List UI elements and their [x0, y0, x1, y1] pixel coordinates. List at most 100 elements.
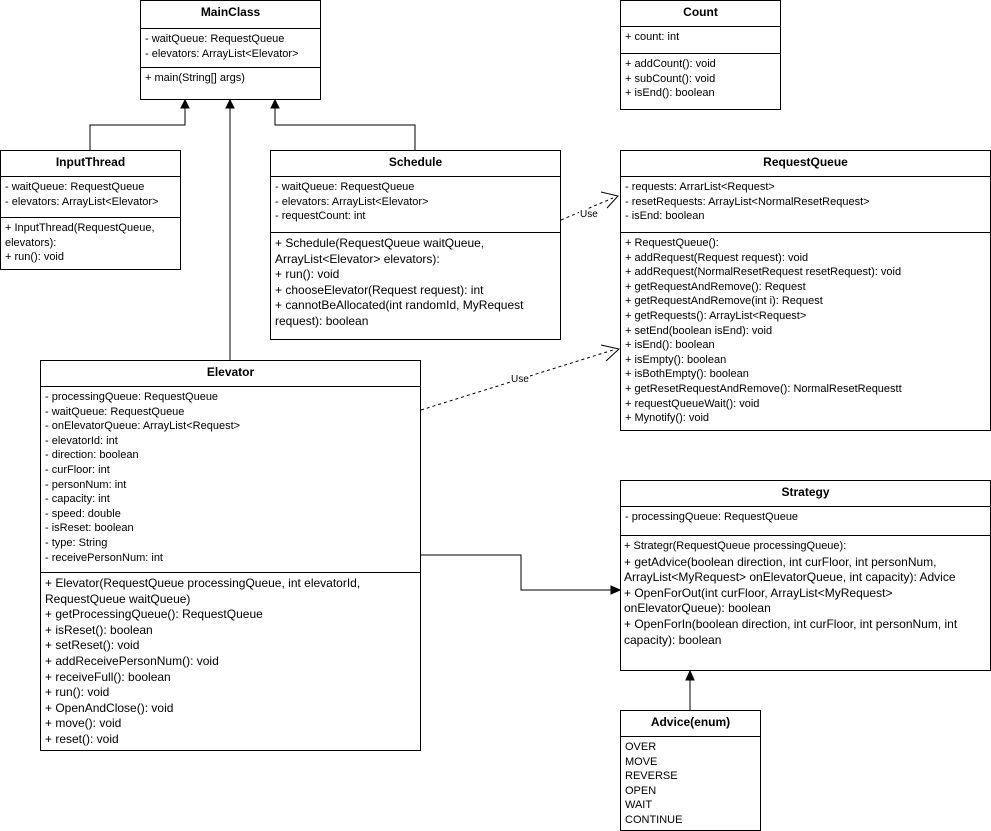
attribute: - isReset: boolean: [45, 522, 134, 535]
elevator-attributes: - processingQueue: RequestQueue - waitQu…: [41, 387, 420, 572]
advice-values: OVER MOVE REVERSE OPEN WAIT CONTINUE: [621, 737, 760, 830]
attribute: - processingQueue: RequestQueue: [45, 391, 219, 403]
attribute: - speed: double: [45, 507, 121, 520]
attribute: - elevators: ArrayList<Elevator>: [145, 47, 299, 60]
attribute: - onElevatorQueue: ArrayList<Request>: [45, 420, 241, 433]
inputthread-box: InputThread - waitQueue: RequestQueue - …: [0, 150, 181, 270]
method: + InputThread(RequestQueue, elevators):: [5, 222, 158, 249]
attribute: - curFloor: int: [45, 463, 110, 476]
method: + getRequests(): ArrayList<Request>: [625, 309, 807, 322]
requestqueue-box: RequestQueue - requests: ArrarList<Reque…: [620, 150, 991, 431]
elevator-title: Elevator: [41, 361, 420, 387]
method: + addRequest(NormalResetRequest resetReq…: [625, 266, 902, 279]
use-label-schedule: Use: [579, 209, 599, 221]
elevator-to-mainclass-arrowhead: [225, 98, 235, 109]
method: + move(): void: [45, 716, 122, 731]
method: + isBothEmpty(): boolean: [625, 368, 749, 381]
inputthread-to-mainclass-arrowhead: [180, 98, 190, 109]
method: + setEnd(boolean isEnd): void: [625, 324, 773, 337]
attribute: - type: String: [45, 536, 108, 549]
use-label-elevator: Use: [510, 374, 530, 386]
method: + isEmpty(): boolean: [625, 353, 727, 366]
method: + isEnd(): boolean: [625, 339, 715, 352]
attribute: - processingQueue: RequestQueue: [625, 511, 799, 523]
attribute: - waitQueue: RequestQueue: [145, 33, 285, 45]
method: + getAdvice(boolean direction, int curFl…: [624, 554, 956, 585]
attribute: - elevators: ArrayList<Elevator>: [5, 195, 159, 208]
method: + isEnd(): boolean: [625, 87, 715, 100]
attribute: - personNum: int: [45, 478, 127, 491]
attribute: - waitQueue: RequestQueue: [5, 181, 145, 193]
method: + getRequestAndRemove(int i): Request: [625, 295, 823, 308]
schedule-to-mainclass-arrowhead: [270, 98, 280, 109]
method: + addReceivePersonNum(): void: [45, 653, 219, 668]
mainclass-attributes: - waitQueue: RequestQueue - elevators: A…: [141, 29, 320, 67]
method: + getResetRequestAndRemove(): NormalRese…: [625, 382, 902, 395]
method: + chooseElevator(Request request): int: [275, 282, 484, 297]
count-box: Count + count: int + addCount(): void + …: [620, 0, 781, 110]
attribute: - requestCount: int: [275, 210, 366, 223]
method: + getRequestAndRemove(): Request: [625, 280, 806, 293]
count-title: Count: [621, 1, 780, 27]
schedule-methods: + Schedule(RequestQueue waitQueue, Array…: [271, 232, 560, 333]
attribute: - direction: boolean: [45, 449, 139, 462]
requestqueue-attributes: - requests: ArrarList<Request> - resetRe…: [621, 177, 990, 232]
strategy-box: Strategy - processingQueue: RequestQueue…: [620, 480, 991, 671]
method: + Strategr(RequestQueue processingQueue)…: [624, 540, 847, 552]
elevator-to-strategy-arrowhead: [610, 585, 622, 595]
method: + addRequest(Request request): void: [625, 251, 809, 264]
method: + Mynotify(): void: [625, 412, 710, 425]
enum-value: OPEN: [625, 784, 657, 797]
advice-enum-box: Advice(enum) OVER MOVE REVERSE OPEN WAIT…: [620, 710, 761, 831]
count-methods: + addCount(): void + subCount(): void + …: [621, 53, 780, 104]
attribute: - resetRequests: ArrayList<NormalResetRe…: [625, 195, 870, 208]
enum-value: CONTINUE: [625, 813, 683, 826]
enum-value: WAIT: [625, 799, 653, 811]
method: + subCount(): void: [625, 72, 716, 85]
mainclass-methods: + main(String[] args): [141, 67, 320, 89]
method: + Schedule(RequestQueue waitQueue, Array…: [275, 236, 487, 266]
mainclass-box: MainClass - waitQueue: RequestQueue - el…: [140, 0, 321, 100]
schedule-use-requestqueue-arrowhead: [600, 191, 619, 209]
elevator-box: Elevator - processingQueue: RequestQueue…: [40, 360, 421, 751]
elevator-to-strategy-edge: [421, 554, 612, 591]
attribute: - requests: ArrarList<Request>: [625, 181, 775, 193]
method: + Elevator(RequestQueue processingQueue,…: [45, 576, 364, 606]
method: + reset(): void: [45, 731, 119, 746]
method: + setReset(): void: [45, 638, 140, 653]
strategy-title: Strategy: [621, 481, 990, 507]
mainclass-title: MainClass: [141, 1, 320, 29]
elevator-methods: + Elevator(RequestQueue processingQueue,…: [41, 572, 420, 751]
attribute: - waitQueue: RequestQueue: [45, 405, 185, 418]
method: + isReset(): boolean: [45, 622, 153, 637]
method: + getProcessingQueue(): RequestQueue: [45, 607, 263, 622]
schedule-title: Schedule: [271, 151, 560, 177]
inputthread-title: InputThread: [1, 151, 180, 177]
attribute: - isEnd: boolean: [625, 210, 705, 223]
method: + OpenAndClose(): void: [45, 700, 174, 715]
method: + run(): void: [5, 251, 64, 264]
strategy-methods: + Strategr(RequestQueue processingQueue)…: [621, 535, 990, 651]
enum-value: MOVE: [625, 755, 658, 768]
method: + run(): void: [45, 685, 110, 700]
requestqueue-title: RequestQueue: [621, 151, 990, 177]
enum-value: OVER: [625, 741, 657, 753]
schedule-to-mainclass-edge: [274, 107, 416, 150]
attribute: - elevatorId: int: [45, 434, 118, 447]
advice-title: Advice(enum): [621, 711, 760, 737]
inputthread-methods: + InputThread(RequestQueue, elevators): …: [1, 217, 180, 268]
advice-to-strategy-arrowhead: [685, 669, 695, 681]
strategy-attributes: - processingQueue: RequestQueue: [621, 507, 990, 535]
elevator-use-requestqueue-arrowhead: [600, 344, 621, 362]
attribute: - receivePersonNum: int: [45, 551, 163, 564]
attribute: - waitQueue: RequestQueue: [275, 181, 415, 193]
method: + main(String[] args): [145, 72, 245, 84]
method: + RequestQueue():: [625, 237, 719, 249]
method: + receiveFull(): boolean: [45, 669, 171, 684]
method: + OpenForIn(boolean direction, int curFl…: [624, 616, 961, 647]
method: + cannotBeAllocated(int randomId, MyRequ…: [275, 298, 527, 328]
schedule-box: Schedule - waitQueue: RequestQueue - ele…: [270, 150, 561, 340]
inputthread-attributes: - waitQueue: RequestQueue - elevators: A…: [1, 177, 180, 217]
method: + addCount(): void: [625, 58, 716, 70]
method: + requestQueueWait(): void: [625, 397, 760, 410]
